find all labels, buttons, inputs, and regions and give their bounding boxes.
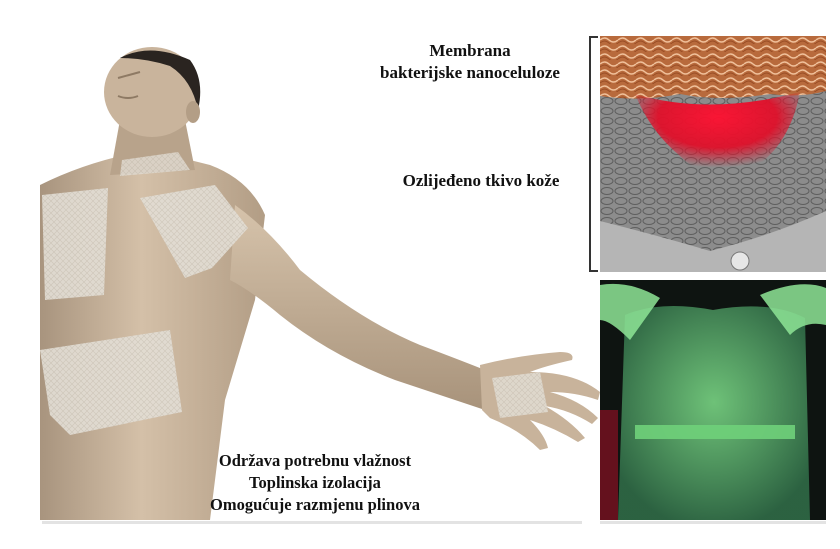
- baseline-right: [600, 521, 826, 524]
- ear: [186, 101, 200, 123]
- benefits-list: Održava potrebnu vlažnost Toplinska izol…: [170, 450, 460, 516]
- chest-patch-left: [42, 188, 108, 300]
- fluorescent-photo-panel: [600, 280, 826, 520]
- bracket-connector: [589, 36, 598, 272]
- mannequin-torso: [618, 306, 810, 520]
- red-fabric: [600, 410, 618, 520]
- tissue-label: Ozlijeđeno tkivo kože: [376, 170, 586, 192]
- fluorescent-mannequin-photo: [600, 280, 826, 520]
- cell-nucleus: [731, 252, 749, 270]
- sem-micrograph-panel: [600, 36, 826, 272]
- membrane-label-line2: bakterijske nanoceluloze: [350, 62, 590, 84]
- green-band: [635, 425, 795, 439]
- cellulose-membrane-layer: [600, 36, 826, 99]
- benefit-moisture: Održava potrebnu vlažnost: [170, 450, 460, 472]
- benefit-gas-exchange: Omogućuje razmjenu plinova: [170, 494, 460, 516]
- benefit-thermal-insulation: Toplinska izolacija: [170, 472, 460, 494]
- baseline-left: [42, 521, 582, 524]
- hand-patch: [492, 372, 548, 418]
- membrane-label: Membrana bakterijske nanoceluloze: [350, 40, 590, 84]
- arm: [230, 205, 490, 410]
- membrane-label-line1: Membrana: [350, 40, 590, 62]
- sem-micrograph: [600, 36, 826, 272]
